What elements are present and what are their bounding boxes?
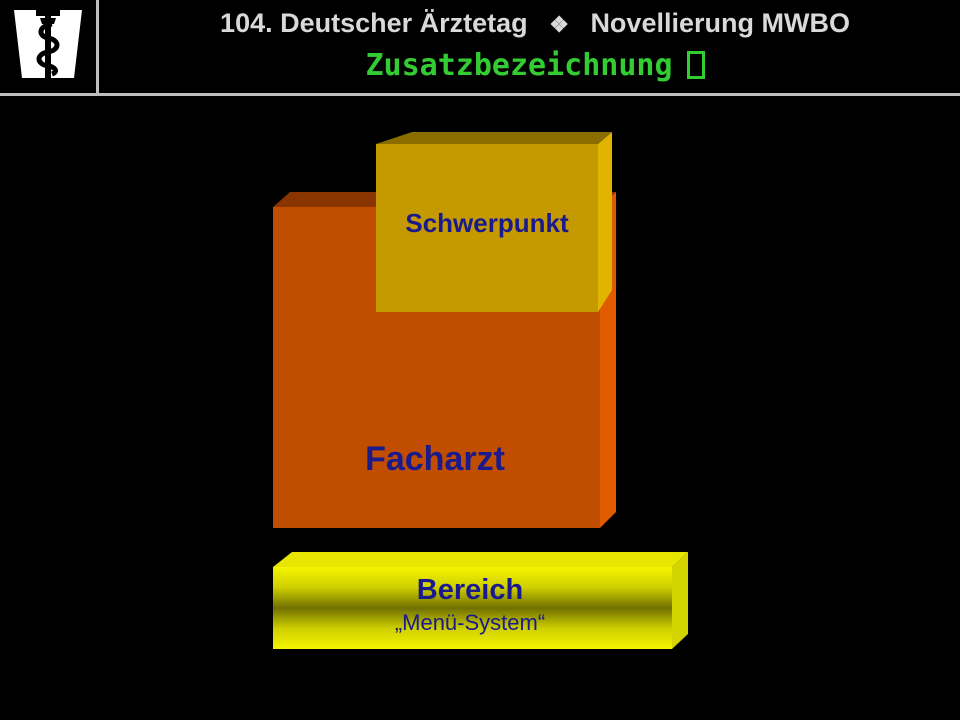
missing-glyph-icon	[686, 51, 705, 79]
bereich-sublabel: „Menü-System“	[394, 610, 546, 635]
diamond-separator-icon: ❖	[549, 12, 569, 37]
bereich-label: Bereich	[416, 574, 524, 606]
facharzt-label: Facharzt	[365, 440, 505, 478]
bereich-block	[273, 552, 688, 649]
schwerpunkt-block	[376, 132, 612, 312]
event-title: 104. Deutscher Ärztetag	[220, 8, 528, 38]
aesculapian-staff-icon	[14, 10, 82, 78]
header-horizontal-divider	[0, 93, 960, 96]
topic-title: Novellierung MWBO	[590, 8, 850, 38]
schwerpunkt-label: Schwerpunkt	[405, 208, 569, 238]
page-subtitle: Zusatzbezeichnung	[110, 48, 960, 83]
subtitle-text: Zusatzbezeichnung	[365, 48, 673, 83]
header-vertical-divider	[96, 0, 99, 96]
page-title: 104. Deutscher Ärztetag ❖ Novellierung M…	[110, 8, 960, 39]
